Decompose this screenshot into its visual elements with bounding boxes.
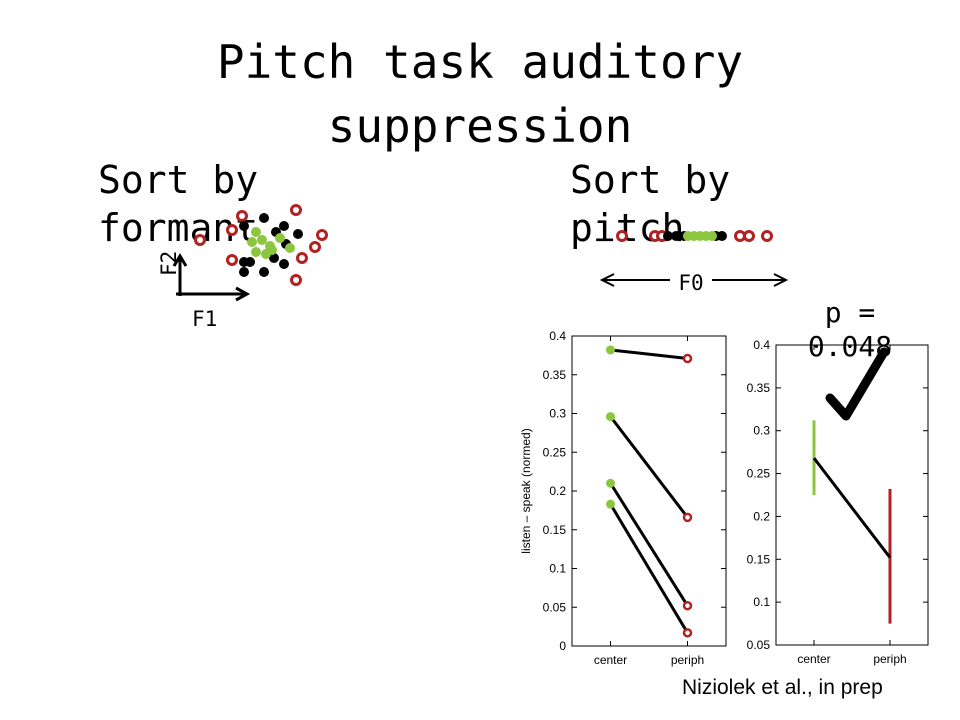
x-tick-label-periph: periph [671, 653, 704, 667]
y-tick-label: 0.3 [753, 424, 770, 438]
y-tick-label: 0.3 [549, 407, 566, 421]
center-point-1 [606, 412, 615, 422]
chart-individual-subjects: 0 0.05 0.1 0.15 0.2 0.25 0.3 0.35 0.4 center perip… [519, 329, 727, 667]
y-tick-label: 0.1 [549, 562, 566, 576]
mid-token-10 [239, 267, 249, 277]
series-line-1 [609, 415, 689, 519]
series-line-2 [609, 482, 689, 607]
formant-scatter: F1 F2 [157, 204, 328, 331]
periph-token-2 [236, 210, 248, 222]
mid-token-1 [259, 213, 269, 223]
f0-left-arrowhead-icon [599, 273, 615, 287]
pitch-strip: F0 [599, 230, 789, 295]
mid-token-2 [279, 221, 289, 231]
periph-token-1 [226, 224, 238, 236]
center-point-2 [606, 478, 615, 488]
y-tick-label: 0.15 [543, 523, 567, 537]
mid-token-4 [293, 229, 303, 239]
page-title: Pitch task auditory suppression [216, 35, 744, 153]
periph-token-7 [296, 252, 308, 264]
chart-group-mean: 0.05 0.1 0.15 0.2 0.25 0.3 0.35 0.4 center periph [747, 338, 929, 666]
mid-token-9 [279, 259, 289, 269]
center-token-4 [275, 233, 285, 243]
pitch-mid-token-0 [663, 231, 673, 241]
mid-token-8 [259, 267, 269, 277]
mid-token-11 [269, 253, 279, 263]
y-tick-label: 0.2 [753, 509, 770, 523]
mid-token-0 [239, 221, 249, 231]
center-token-7 [285, 243, 295, 253]
f0-label-bg [670, 266, 712, 294]
y-tick-label: 0.05 [543, 600, 567, 614]
center-token-2 [247, 237, 257, 247]
center-token-8 [267, 245, 277, 255]
p-value: p = 0.048 [807, 296, 893, 363]
periph-token-4 [290, 204, 302, 216]
pitch-mid-token-4 [717, 231, 727, 241]
citation: Niziolek et al., in prep [682, 676, 883, 699]
f0-label: F0 [678, 271, 703, 295]
periph-point-3 [682, 628, 693, 638]
center-point-3 [606, 499, 615, 509]
y-tick-label: 0 [559, 639, 566, 653]
plot-frame [571, 335, 727, 647]
f0-right-arrowhead-icon [773, 273, 789, 287]
periph-point-0 [682, 353, 693, 364]
center-token-6 [251, 247, 261, 257]
y-tick-label: 0.35 [543, 368, 567, 382]
y-tick-label: 0.25 [747, 467, 771, 481]
center-token-0 [251, 227, 261, 237]
pitch-periph-token-4 [743, 230, 755, 242]
pitch-mid-token-1 [671, 231, 681, 241]
periph-token-8 [290, 274, 302, 286]
mid-token-7 [245, 257, 255, 267]
y-tick-label: 0.4 [753, 338, 770, 352]
series-line-3 [609, 503, 689, 634]
periph-token-5 [316, 229, 328, 241]
series-line-0 [812, 457, 892, 559]
periph-token-0 [194, 234, 206, 246]
pitch-periph-token-0 [616, 230, 628, 242]
y-tick-label: 0.15 [747, 552, 771, 566]
f1-label: F1 [192, 307, 217, 331]
y-tick-label: 0.25 [543, 445, 567, 459]
center-point-0 [606, 345, 615, 355]
y-axis-label: listen – speak (normed) [519, 428, 533, 553]
y-tick-label: 0.1 [753, 595, 770, 609]
y-tick-label: 0.4 [549, 329, 566, 343]
plot-frame [775, 344, 929, 646]
periph-token-6 [309, 241, 321, 253]
f2-arrowhead-icon [172, 253, 188, 267]
pitch-center-token-4 [707, 231, 717, 241]
center-token-1 [257, 235, 267, 245]
heading-sort-by-pitch: Sort by pitch [570, 158, 731, 250]
f1-arrowhead-icon [235, 286, 251, 302]
periph-token-3 [226, 254, 238, 266]
checkmark-icon [825, 347, 889, 421]
y-tick-label: 0.05 [747, 638, 771, 652]
periph-point-1 [682, 512, 693, 523]
f2-label: F2 [157, 251, 181, 276]
x-tick-label-periph: periph [873, 652, 906, 666]
series-line-0 [610, 348, 688, 360]
x-tick-label-center: center [594, 653, 627, 667]
x-tick-label-center: center [797, 652, 830, 666]
pitch-periph-token-5 [761, 230, 773, 242]
y-tick-label: 0.35 [747, 381, 771, 395]
y-tick-label: 0.2 [549, 484, 566, 498]
periph-point-2 [682, 600, 693, 611]
